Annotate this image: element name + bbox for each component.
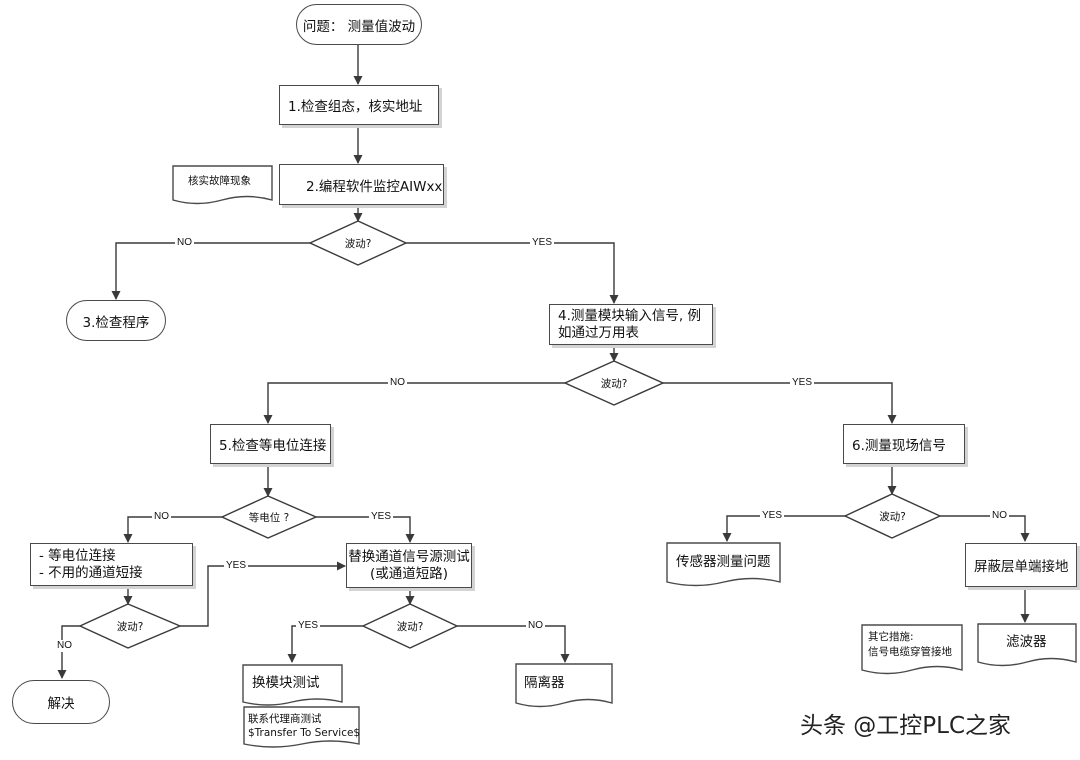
step6-box: 6.测量现场信号: [843, 424, 965, 464]
connector-d2-yes: [663, 382, 897, 424]
step2-label: 2.编程软件监控AIWxx: [306, 178, 443, 195]
branch-label-d2-yes: YES: [790, 377, 815, 389]
branch-label-d1-yes: YES: [530, 237, 555, 249]
branch-label-d4-yes: YES: [224, 560, 249, 572]
connector-d6-yes: [722, 515, 845, 542]
branch-label-d1-no: NO: [175, 237, 194, 249]
branch-label-d6-no: NO: [990, 510, 1009, 522]
decision-text-d5: 波动?: [396, 620, 424, 633]
step6-label: 6.测量现场信号: [852, 438, 946, 454]
isolator-text: 隔离器: [524, 675, 565, 691]
replace-label-line1: 替换通道信号源测试: [348, 548, 470, 565]
step3-terminator: 3.检查程序: [66, 300, 166, 341]
step4-label-line1: 4.测量模块输入信号, 例: [558, 307, 701, 324]
decision-text-d2: 波动?: [600, 377, 628, 390]
solved-label: 解决: [47, 696, 75, 712]
filter-text: 滤波器: [1006, 634, 1047, 650]
connector-d1-yes: [406, 242, 619, 304]
sensor-text: 传感器测量问题: [676, 554, 771, 570]
shield-ground-box: 屏蔽层单端接地: [965, 543, 1077, 587]
step5-label: 5.检查等电位连接: [219, 438, 327, 454]
other-measures-line2: 信号电缆穿管接地: [868, 646, 952, 658]
branch-label-d5-no: NO: [526, 620, 545, 632]
branch-label-d3-no: NO: [152, 511, 171, 523]
agent-line2: $Transfer To Service$: [248, 727, 361, 739]
step2-box: 2.编程软件监控AIWxx: [279, 164, 444, 205]
connector-d6-no: [940, 515, 1030, 542]
connector-d4-no: [57, 625, 80, 679]
equip-label-line1: - 等电位连接: [39, 547, 116, 564]
step3-label: 3.检查程序: [82, 314, 150, 331]
decision-text-d4: 波动?: [116, 620, 144, 633]
branch-label-d2-no: NO: [388, 377, 407, 389]
equip-label-line2: - 不用的通道短接: [39, 564, 143, 581]
connector-d3-no: [123, 516, 222, 543]
branch-label-d6-yes: YES: [760, 510, 785, 522]
connector-d3-yes: [316, 516, 415, 543]
start-label: 问题： 测量值波动: [302, 18, 416, 35]
step4-label-line2: 如通过万用表: [558, 324, 639, 341]
decision-text-d1: 波动?: [344, 237, 372, 250]
branch-label-d5-yes: YES: [296, 620, 321, 632]
solved-terminator: 解决: [12, 680, 110, 724]
shield-label: 屏蔽层单端接地: [974, 559, 1069, 575]
watermark-text: 头条 @工控PLC之家: [800, 713, 1012, 739]
branch-label-d4-no: NO: [55, 640, 74, 652]
step4-box: 4.测量模块输入信号, 例 如通过万用表: [549, 304, 713, 345]
agent-line1: 联系代理商测试: [248, 713, 322, 725]
connector-d5-no: [457, 625, 570, 663]
replace-source-box: 替换通道信号源测试 (或通道短路): [346, 543, 472, 588]
branch-label-d3-yes: YES: [369, 511, 394, 523]
step1-label: 1.检查组态，核实地址: [288, 99, 423, 115]
connector-d2-no: [263, 382, 565, 424]
step1-box: 1.检查组态，核实地址: [279, 85, 439, 125]
decision-text-d3: 等电位 ?: [248, 511, 290, 524]
start-terminator: 问题： 测量值波动: [296, 4, 422, 45]
connector-d1-no: [111, 242, 310, 300]
other-measures-line1: 其它措施:: [868, 631, 914, 643]
step5-box: 5.检查等电位连接: [210, 424, 331, 464]
fault-note-text: 核实故障现象: [188, 175, 251, 187]
connector-d4-yes: [180, 561, 346, 627]
replace-label-line2: (或通道短路): [369, 565, 449, 582]
swap-module-text: 换模块测试: [252, 675, 320, 691]
decision-text-d6: 波动?: [879, 510, 906, 523]
equipotential-box: - 等电位连接 - 不用的通道短接: [30, 543, 193, 586]
